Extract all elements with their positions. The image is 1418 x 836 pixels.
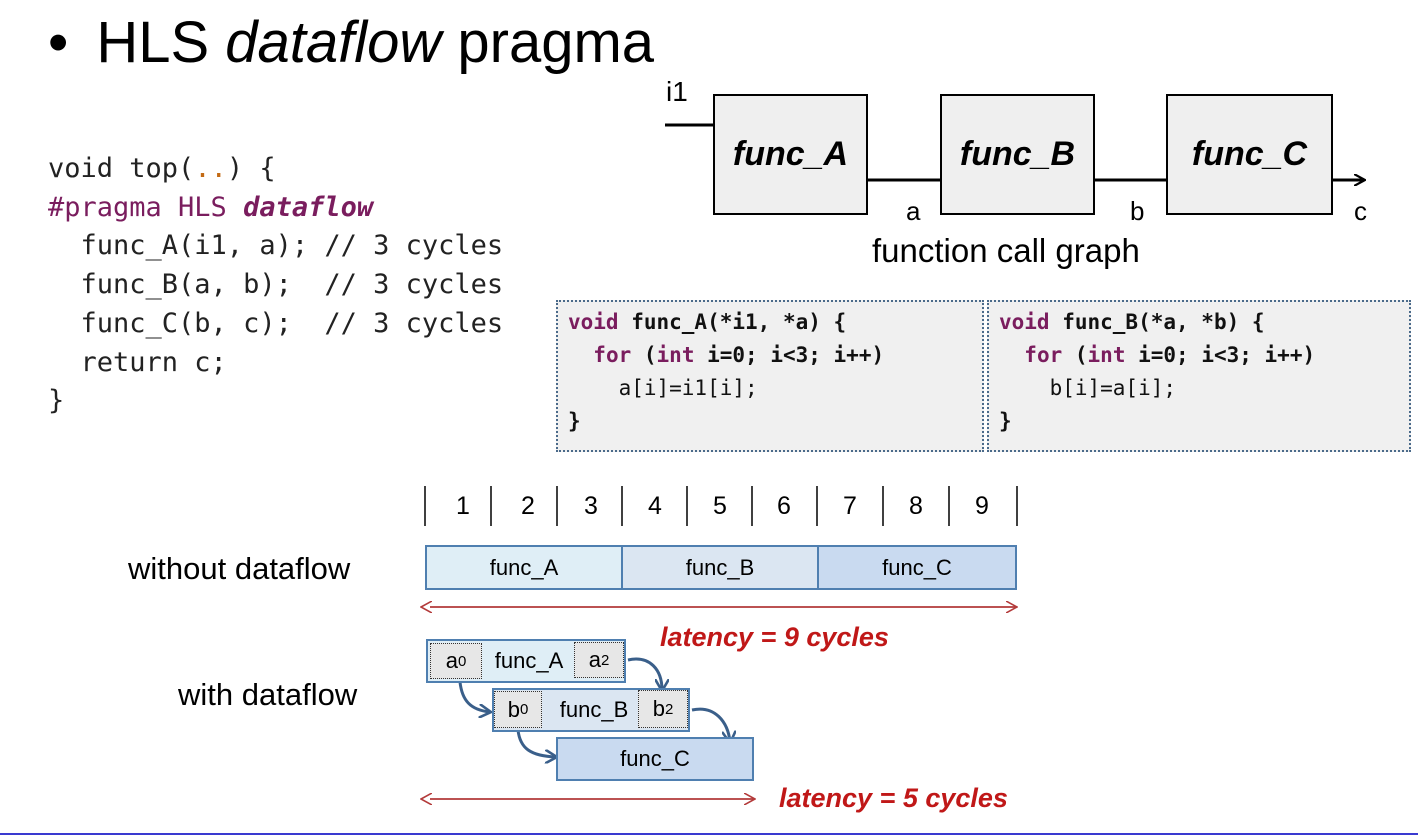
chip-letter: b: [652, 696, 665, 721]
latency-with-label: latency = 5 cycles: [779, 783, 1008, 813]
code-indent: [568, 343, 593, 367]
edge-label-c: c: [1354, 196, 1367, 226]
code-line: func_B(*a, *b) {: [1049, 310, 1265, 334]
cycle-tick: 8: [909, 492, 923, 520]
code-line: }: [568, 409, 581, 433]
chip-index: 2: [600, 651, 610, 669]
chip-letter: a: [445, 648, 458, 673]
latency-without-label: latency = 9 cycles: [660, 622, 889, 652]
func-b-box: func_B: [940, 94, 1095, 215]
code-line: ) {: [226, 153, 276, 184]
cycle-tick: 7: [843, 492, 857, 520]
bar-label: func_A: [494, 648, 564, 673]
graph-caption: function call graph: [872, 232, 1140, 269]
bar-func-a: func_A: [425, 545, 623, 590]
code-keyword: for: [1024, 343, 1063, 367]
chip-index: 2: [664, 700, 674, 718]
chip-letter: b: [507, 696, 520, 722]
chip-index: 0: [519, 701, 529, 718]
bar-label: func_B: [559, 697, 629, 722]
slide-title: • HLS dataflow pragma: [48, 8, 654, 78]
cycle-tick: 2: [521, 492, 535, 520]
code-line: func_C(b, c); // 3 cycles: [48, 307, 504, 339]
code-line: }: [48, 385, 65, 417]
code-line: func_A(i1, a); // 3 cycles: [48, 230, 504, 262]
func-a-box: func_A: [713, 94, 868, 215]
code-line: func_A(*i1, *a) {: [618, 310, 847, 334]
func-c-box: func_C: [1166, 94, 1333, 215]
code-line: b[i]=a[i];: [999, 376, 1177, 400]
bar-func-c-dataflow: func_C: [556, 737, 754, 781]
code-line: return c;: [48, 346, 227, 378]
func-b-code-panel: void func_B(*a, *b) { for (int i=0; i<3;…: [987, 300, 1411, 452]
chip-letter: a: [588, 647, 601, 672]
bar-func-c: func_C: [817, 545, 1017, 590]
bullet: •: [48, 10, 69, 75]
code-line: }: [999, 409, 1012, 433]
bar-func-b: func_B: [621, 545, 819, 590]
code-keyword: int: [656, 343, 695, 367]
input-label: i1: [666, 76, 688, 107]
code-keyword: void: [999, 310, 1050, 334]
dependency-arrows: [458, 657, 730, 757]
tick-separators: [424, 486, 1018, 526]
title-prefix: HLS: [96, 10, 226, 75]
with-dataflow-label: with dataflow: [178, 677, 358, 712]
code-indent: [999, 343, 1024, 367]
code-keyword: for: [593, 343, 632, 367]
cycle-tick: 9: [975, 492, 989, 520]
func-a-code-panel: void func_A(*i1, *a) { for (int i=0; i<3…: [556, 300, 984, 452]
cycle-tick: 1: [456, 492, 470, 520]
code-line: a[i]=i1[i];: [568, 376, 758, 400]
title-suffix: pragma: [441, 10, 655, 75]
code-text: i=0; i<3; i++): [1125, 343, 1316, 367]
code-text: (: [1062, 343, 1088, 367]
code-text: (: [631, 343, 657, 367]
title-italic: dataflow: [225, 10, 442, 75]
cycle-tick: 5: [713, 492, 727, 520]
code-line: void top(: [48, 153, 195, 184]
edge-label-b: b: [1130, 196, 1145, 226]
top-function-code: void top(..) { #pragma HLS dataflow func…: [48, 150, 503, 421]
code-text: i=0; i<3; i++): [694, 343, 885, 367]
without-dataflow-label: without dataflow: [128, 551, 351, 586]
code-keyword: int: [1087, 343, 1126, 367]
pragma-text: #pragma HLS: [48, 191, 244, 223]
edge-label-a: a: [906, 196, 921, 226]
code-dots: ..: [194, 153, 227, 184]
code-keyword: void: [568, 310, 619, 334]
pragma-keyword: dataflow: [243, 191, 374, 223]
code-line: func_B(a, b); // 3 cycles: [48, 269, 504, 301]
cycle-tick: 6: [777, 492, 791, 520]
chip-index: 0: [457, 652, 467, 670]
cycle-tick: 4: [648, 492, 662, 520]
cycle-tick: 3: [584, 492, 598, 520]
